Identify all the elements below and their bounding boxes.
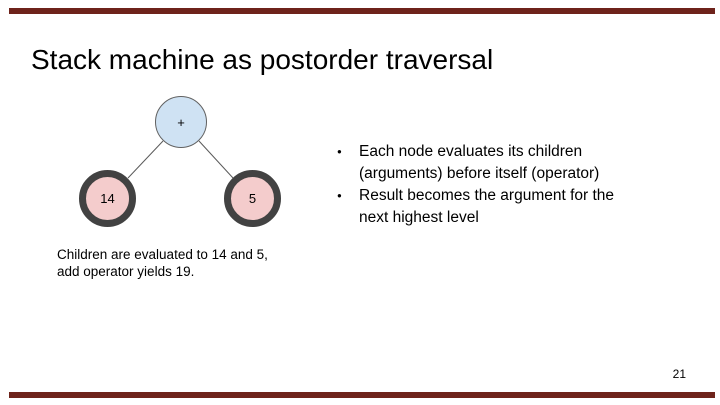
bottom-accent-bar: [9, 392, 715, 398]
bullet-text: Each node evaluates its children (argume…: [359, 141, 599, 185]
bullet-icon: ●: [337, 147, 342, 156]
left-operand-label: 14: [100, 191, 115, 206]
bullet-icon: ●: [337, 191, 342, 200]
edge-root-to-right: [198, 140, 234, 179]
bullet-text: Result becomes the argument for the next…: [359, 185, 614, 229]
caption-line: add operator yields 19.: [57, 264, 195, 279]
bullet-line: Result becomes the argument for the: [359, 187, 615, 204]
bullet-list: ● Each node evaluates its children (argu…: [336, 141, 666, 229]
operator-node-label: +: [177, 114, 185, 130]
expression-tree-diagram: + 14 5: [0, 0, 340, 260]
top-accent-bar: [9, 8, 715, 14]
slide-title: Stack machine as postorder traversal: [31, 44, 494, 75]
bullet-line: next highest level: [359, 209, 479, 226]
bullet-line: Each node evaluates its children: [359, 143, 583, 160]
edge-root-to-left: [127, 140, 164, 179]
bullet-line: (arguments) before itself (operator): [359, 165, 600, 182]
tree-node-right-operand: 5: [224, 170, 281, 227]
caption-line: Children are evaluated to 14 and 5,: [57, 247, 268, 262]
bullet-item: ● Each node evaluates its children (argu…: [336, 141, 666, 185]
page-number: 21: [672, 367, 686, 381]
tree-node-left-operand: 14: [79, 170, 136, 227]
diagram-caption: Children are evaluated to 14 and 5, add …: [57, 246, 317, 280]
tree-node-operator: +: [155, 96, 207, 148]
bullet-item: ● Result becomes the argument for the ne…: [336, 185, 666, 229]
right-operand-label: 5: [248, 191, 257, 206]
